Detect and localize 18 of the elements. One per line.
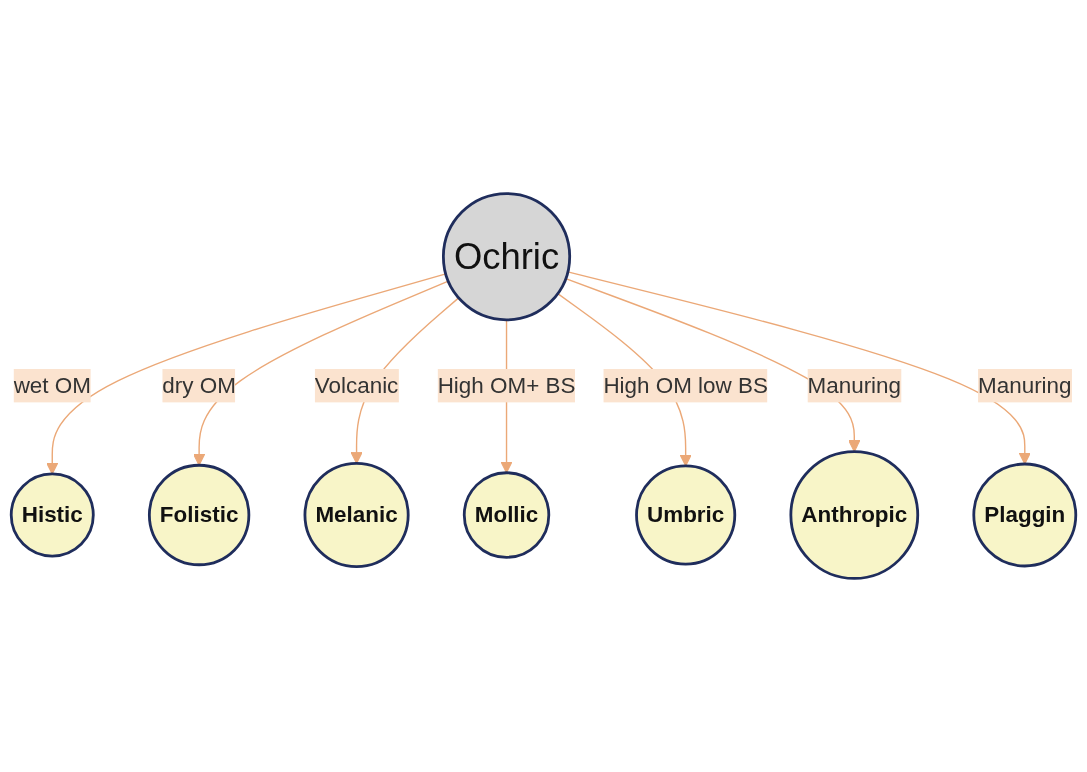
node-circle: Folistic — [147, 463, 251, 567]
edge-label: High OM low BS — [603, 373, 768, 397]
edge-label: Manuring — [978, 373, 1072, 397]
node-circle: Melanic — [303, 462, 410, 569]
edge-label: dry OM — [162, 373, 236, 397]
arrow — [46, 273, 447, 475]
arrow — [567, 271, 1031, 465]
node-circle: Ochric — [442, 192, 572, 322]
edge-label: wet OM — [13, 373, 91, 397]
node-circle: Histic — [9, 472, 95, 558]
arrow — [192, 280, 449, 466]
node-circle: Anthropic — [789, 450, 920, 580]
node-circle: Mollic — [462, 471, 551, 559]
edge-label: High OM+ BS — [437, 373, 576, 397]
node-circle: Umbric — [635, 464, 737, 566]
edge-label: Volcanic — [314, 373, 399, 397]
edge-label: Manuring — [807, 373, 902, 397]
node-circle: Plaggin — [972, 462, 1078, 568]
